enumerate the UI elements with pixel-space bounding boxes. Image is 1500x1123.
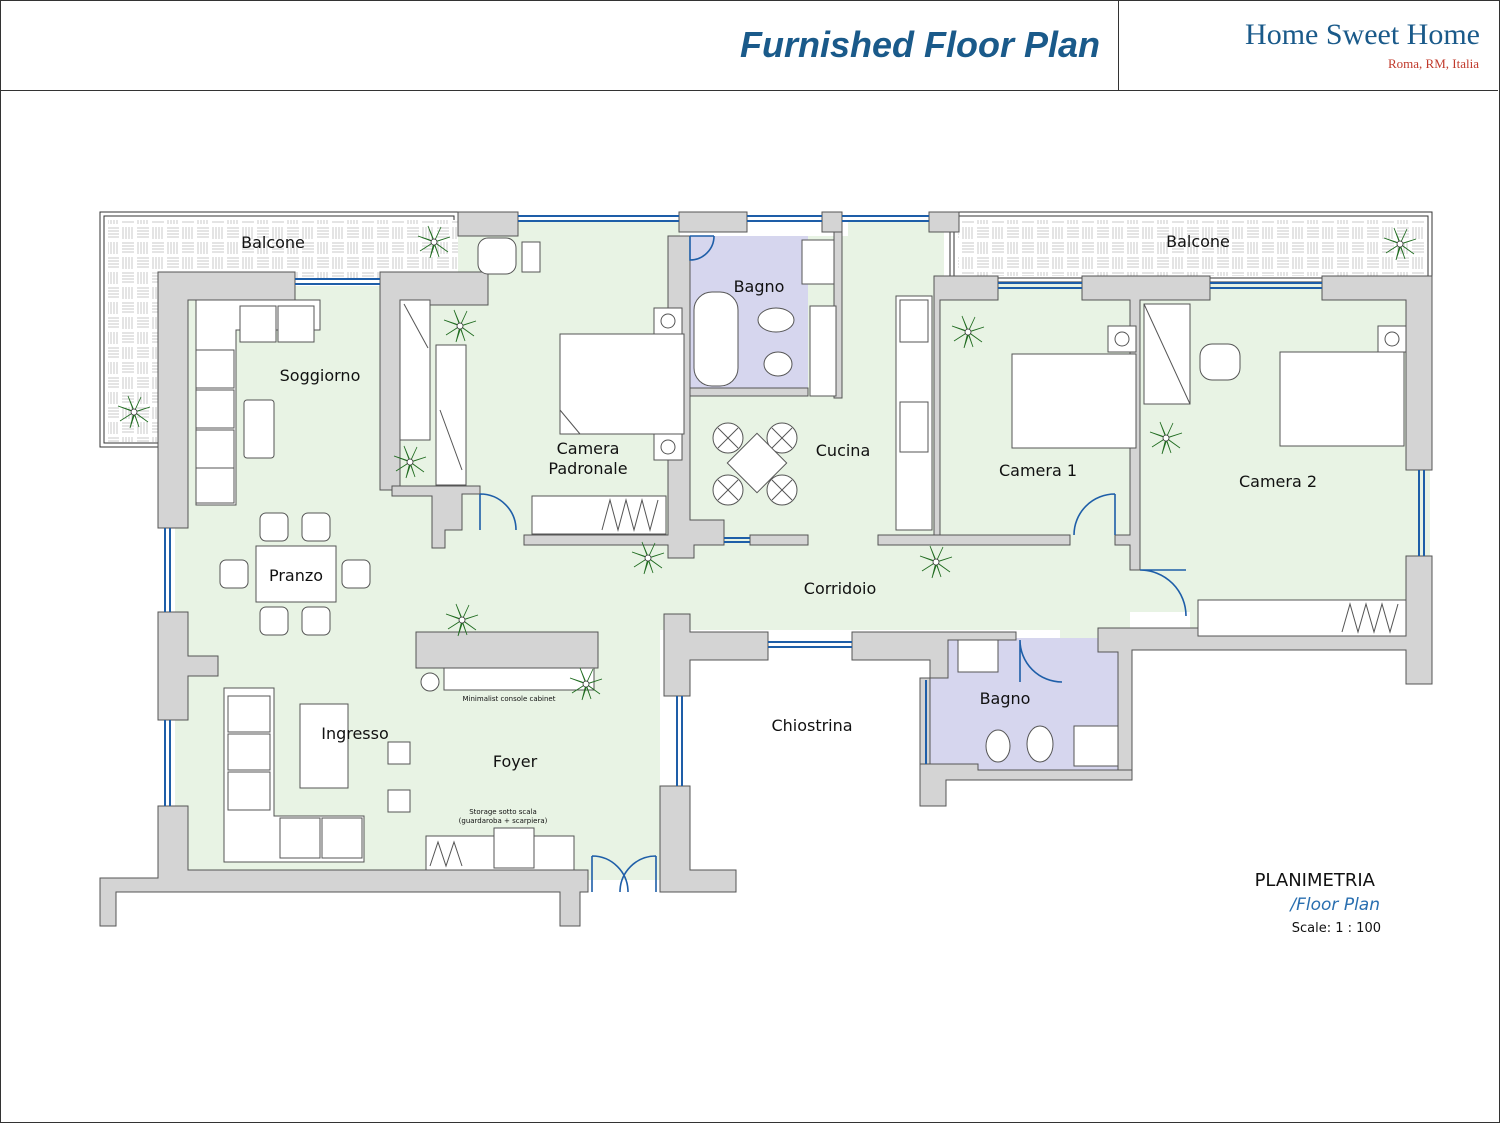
floor-areas <box>168 220 1430 880</box>
label-camera-padronale-line1: Camera <box>557 439 620 458</box>
label-bagno-bottom: Bagno <box>980 689 1031 708</box>
label-foyer: Foyer <box>493 752 538 771</box>
label-balcone-left: Balcone <box>241 233 305 252</box>
header-divider <box>1118 0 1119 90</box>
note-storage-line1: Storage sotto scala <box>469 808 537 816</box>
label-balcone-right: Balcone <box>1166 232 1230 251</box>
doors <box>479 235 1187 893</box>
label-camera-padronale-line2: Padronale <box>548 459 627 478</box>
label-cucina: Cucina <box>816 441 871 460</box>
balcony-right <box>949 211 1433 283</box>
label-bagno-top: Bagno <box>734 277 785 296</box>
note-storage-line2: (guardaroba + scarpiera) <box>459 817 548 825</box>
header-bar: Furnished Floor Plan Home Sweet Home Rom… <box>0 0 1498 91</box>
label-ingresso: Ingresso <box>321 724 389 743</box>
legend-subtitle: /Floor Plan <box>1290 895 1380 915</box>
label-soggiorno: Soggiorno <box>280 366 361 385</box>
legend-scale: Scale: 1 : 100 <box>1291 921 1381 936</box>
windows <box>164 215 1425 806</box>
label-camera-1: Camera 1 <box>999 461 1077 480</box>
balcony-left <box>99 211 459 448</box>
label-camera-2: Camera 2 <box>1239 472 1317 491</box>
brand-location: Roma, RM, Italia <box>1388 56 1479 71</box>
note-console: Minimalist console cabinet <box>463 695 556 703</box>
brand-name: Home Sweet Home <box>1245 18 1480 51</box>
legend-title: PLANIMETRIA <box>1254 870 1375 891</box>
furniture <box>195 237 1407 871</box>
label-chiostrina: Chiostrina <box>771 716 852 735</box>
label-corridoio: Corridoio <box>804 579 876 598</box>
room-labels: Balcone Balcone Soggiorno Pranzo Ingress… <box>241 232 1317 825</box>
label-pranzo: Pranzo <box>269 566 323 585</box>
plan-title: Furnished Floor Plan <box>739 24 1100 65</box>
